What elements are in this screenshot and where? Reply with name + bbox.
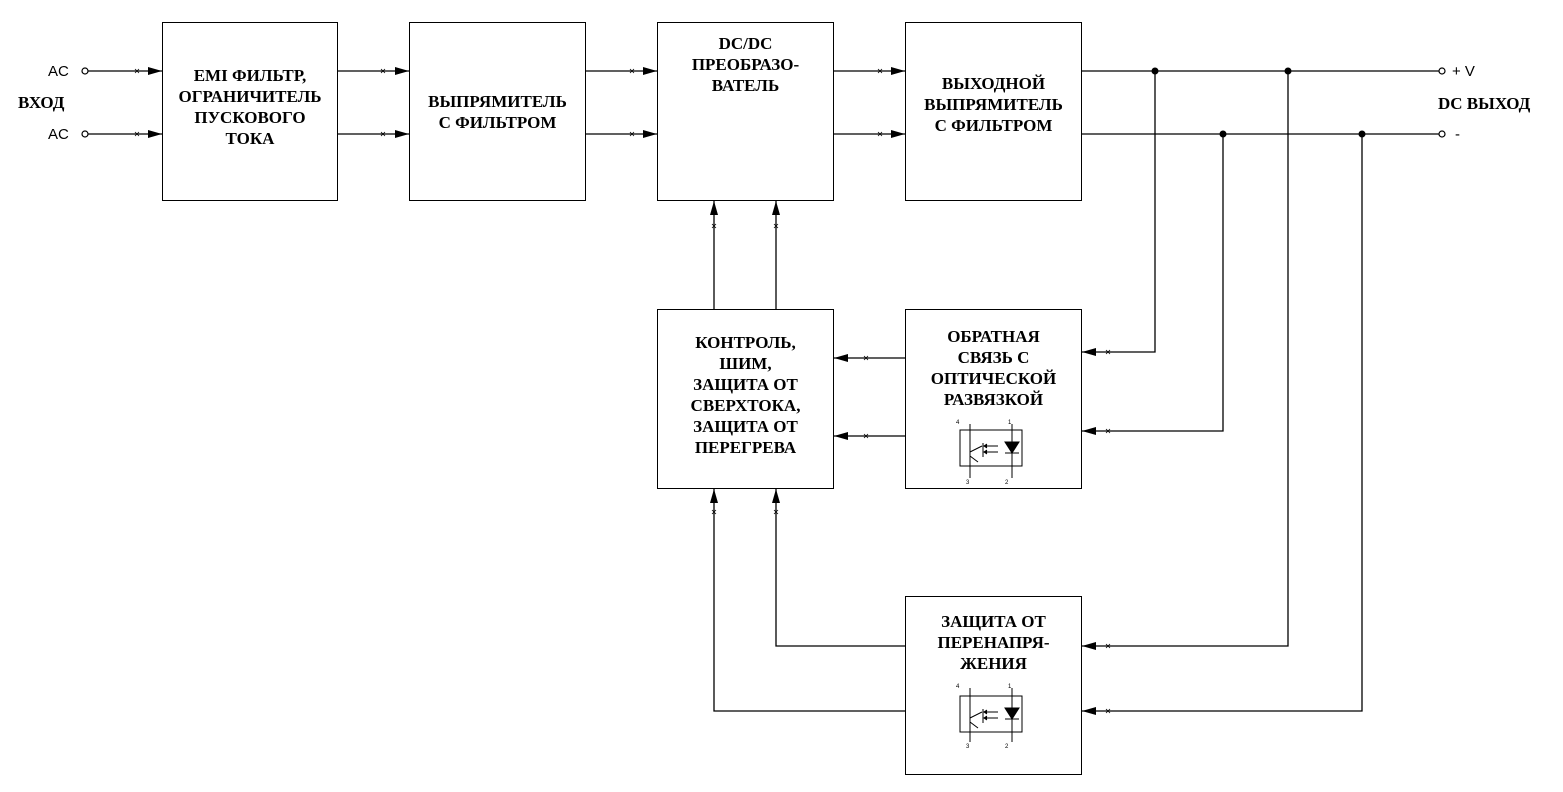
dcdc-converter-title: DC/DC ПРЕОБРАЗО- ВАТЕЛЬ xyxy=(691,34,800,95)
output-label: DC ВЫХОД xyxy=(1438,94,1531,113)
wire-plus-to-feedback xyxy=(1082,71,1156,356)
output-terminal-plus xyxy=(1438,67,1446,75)
input-label: ВХОД xyxy=(18,93,65,112)
wire-overvoltage-control-right xyxy=(772,489,906,647)
output-rectifier-title: ВЫХОДНОЙ ВЫПРЯМИТЕЛЬ С ФИЛЬТРОМ xyxy=(924,74,1063,135)
feedback-block: ОБРАТНАЯ СВЯЗЬ С ОПТИЧЕСКОЙ РАЗВЯЗКОЙ xyxy=(905,309,1082,489)
output-terminal-minus xyxy=(1438,130,1446,138)
dcdc-converter-block: DC/DC ПРЕОБРАЗО- ВАТЕЛЬ xyxy=(657,22,834,201)
wire-minus-to-overvoltage xyxy=(1082,134,1363,715)
emi-filter-title: EMI ФИЛЬТР, ОГРАНИЧИТЕЛЬ ПУСКОВОГО ТОКА xyxy=(178,66,322,148)
opto-pin-label: 3 xyxy=(966,744,970,750)
wire-overvoltage-control-left xyxy=(710,489,906,712)
input-terminal-bottom xyxy=(81,130,89,138)
emi-filter-block: EMI ФИЛЬТР, ОГРАНИЧИТЕЛЬ ПУСКОВОГО ТОКА xyxy=(162,22,338,201)
input-ac-label-bottom: AC xyxy=(48,126,69,143)
opto-pin-label: 2 xyxy=(1005,480,1009,486)
wire-tick-marks xyxy=(134,68,1111,714)
optocoupler-icon xyxy=(959,424,1023,478)
overvoltage-title: ЗАЩИТА ОТ ПЕРЕНАПРЯ- ЖЕНИЯ xyxy=(937,612,1050,673)
opto-pin-label: 4 xyxy=(956,684,960,690)
opto-pin-label: 1 xyxy=(1008,420,1012,426)
rectifier-title: ВЫПРЯМИТЕЛЬ С ФИЛЬТРОМ xyxy=(428,92,567,132)
output-minus-label: - xyxy=(1455,126,1460,143)
output-rectifier-block: ВЫХОДНОЙ ВЫПРЯМИТЕЛЬ С ФИЛЬТРОМ xyxy=(905,22,1082,201)
output-plus-label: + V xyxy=(1452,63,1475,80)
opto-pin-label: 2 xyxy=(1005,744,1009,750)
rectifier-block: ВЫПРЯМИТЕЛЬ С ФИЛЬТРОМ xyxy=(409,22,586,201)
overvoltage-block: ЗАЩИТА ОТ ПЕРЕНАПРЯ- ЖЕНИЯ xyxy=(905,596,1082,775)
opto-pin-label: 3 xyxy=(966,480,970,486)
opto-pin-label: 4 xyxy=(956,420,960,426)
control-block: КОНТРОЛЬ, ШИМ, ЗАЩИТА ОТ СВЕРХТОКА, ЗАЩИ… xyxy=(657,309,834,489)
wire-minus-to-feedback xyxy=(1082,134,1224,435)
control-title: КОНТРОЛЬ, ШИМ, ЗАЩИТА ОТ СВЕРХТОКА, ЗАЩИ… xyxy=(690,333,801,457)
feedback-title: ОБРАТНАЯ СВЯЗЬ С ОПТИЧЕСКОЙ РАЗВЯЗКОЙ xyxy=(930,327,1057,409)
input-terminal-top xyxy=(81,67,89,75)
optocoupler-icon xyxy=(959,688,1023,742)
opto-pin-label: 1 xyxy=(1008,684,1012,690)
input-ac-label-top: AC xyxy=(48,63,69,80)
wire-plus-to-overvoltage xyxy=(1082,71,1289,650)
